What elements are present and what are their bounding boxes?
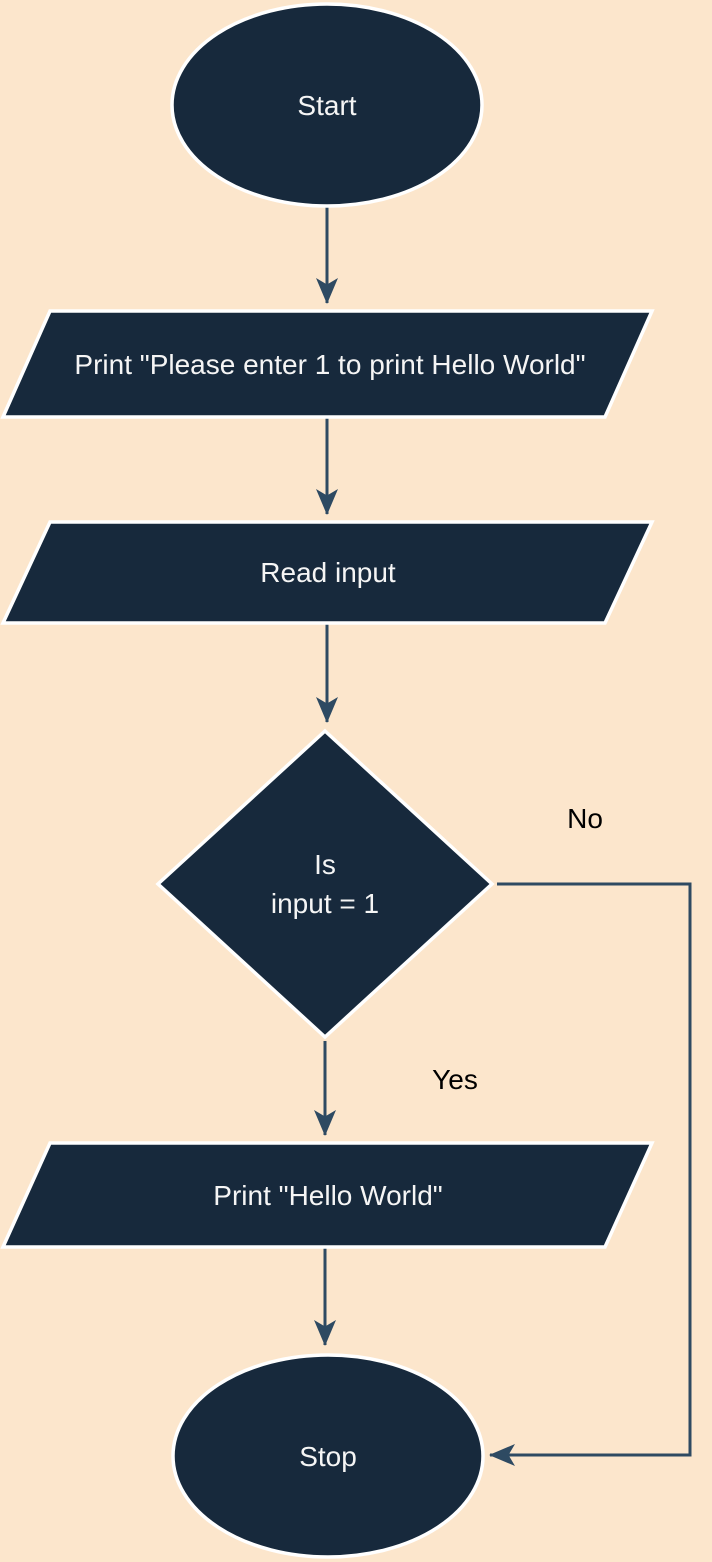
print-prompt-node-label: Print "Please enter 1 to print Hello Wor… xyxy=(74,349,585,380)
read-input-node xyxy=(0,520,655,625)
arrow-decision-no-to-stop xyxy=(489,882,692,1466)
edge-label-yes: Yes xyxy=(432,1064,478,1095)
stop-node xyxy=(171,1353,485,1559)
decision-node-label-line2: input = 1 xyxy=(271,888,379,919)
edge-label-no: No xyxy=(567,803,603,834)
start-node xyxy=(170,2,484,208)
print-hello-node xyxy=(0,1141,655,1249)
print-hello-node-label: Print "Hello World" xyxy=(213,1180,442,1211)
decision-node-label-line1: Is xyxy=(314,849,336,880)
decision-node xyxy=(155,728,495,1040)
read-input-node-label: Read input xyxy=(260,557,396,588)
start-node-label: Start xyxy=(297,90,356,121)
print-prompt-node xyxy=(0,309,655,419)
stop-node-label: Stop xyxy=(299,1441,357,1472)
